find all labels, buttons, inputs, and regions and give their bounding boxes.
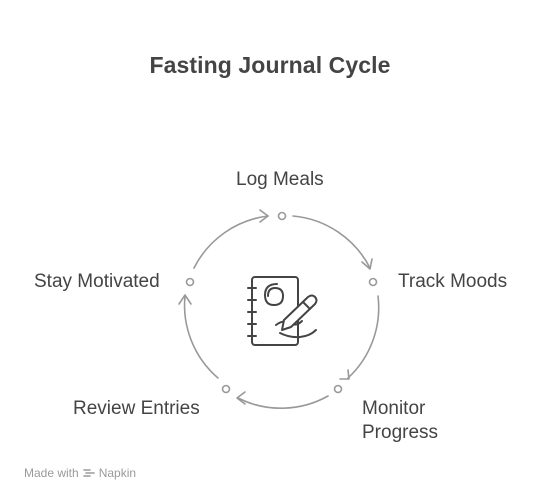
step-label-stay-motivated: Stay Motivated: [34, 271, 160, 292]
node-review-entries: [221, 384, 231, 394]
made-with-text: Made with: [24, 466, 79, 480]
step-label-log-meals: Log Meals: [236, 169, 324, 190]
arc-log-to-track: [292, 215, 371, 269]
node-log-meals: [277, 211, 287, 221]
diagram-title: Fasting Journal Cycle: [149, 52, 391, 78]
node-track-moods: [368, 277, 378, 287]
arrowhead-stay: [178, 294, 192, 305]
napkin-logo-icon: [82, 469, 95, 477]
arc-monitor-to-review: [237, 395, 329, 410]
arc-track-to-monitor: [347, 295, 380, 379]
arrowhead-monitor: [339, 369, 350, 380]
arrowhead-log: [259, 209, 269, 223]
journal-writing-icon: [247, 276, 318, 346]
node-stay-motivated: [185, 277, 195, 287]
node-monitor-progress: [333, 384, 343, 394]
step-label-monitor-progress: Monitor Progress: [362, 398, 439, 443]
arc-stay-to-log: [193, 215, 269, 269]
arrowhead-review: [236, 391, 246, 405]
napkin-attribution[interactable]: Made with Napkin: [24, 466, 136, 480]
napkin-brand-text: Napkin: [98, 466, 137, 480]
step-label-review-entries: Review Entries: [73, 398, 200, 419]
arrowhead-track: [361, 258, 373, 270]
arc-review-to-stay: [183, 295, 219, 379]
step-label-track-moods: Track Moods: [398, 271, 508, 292]
